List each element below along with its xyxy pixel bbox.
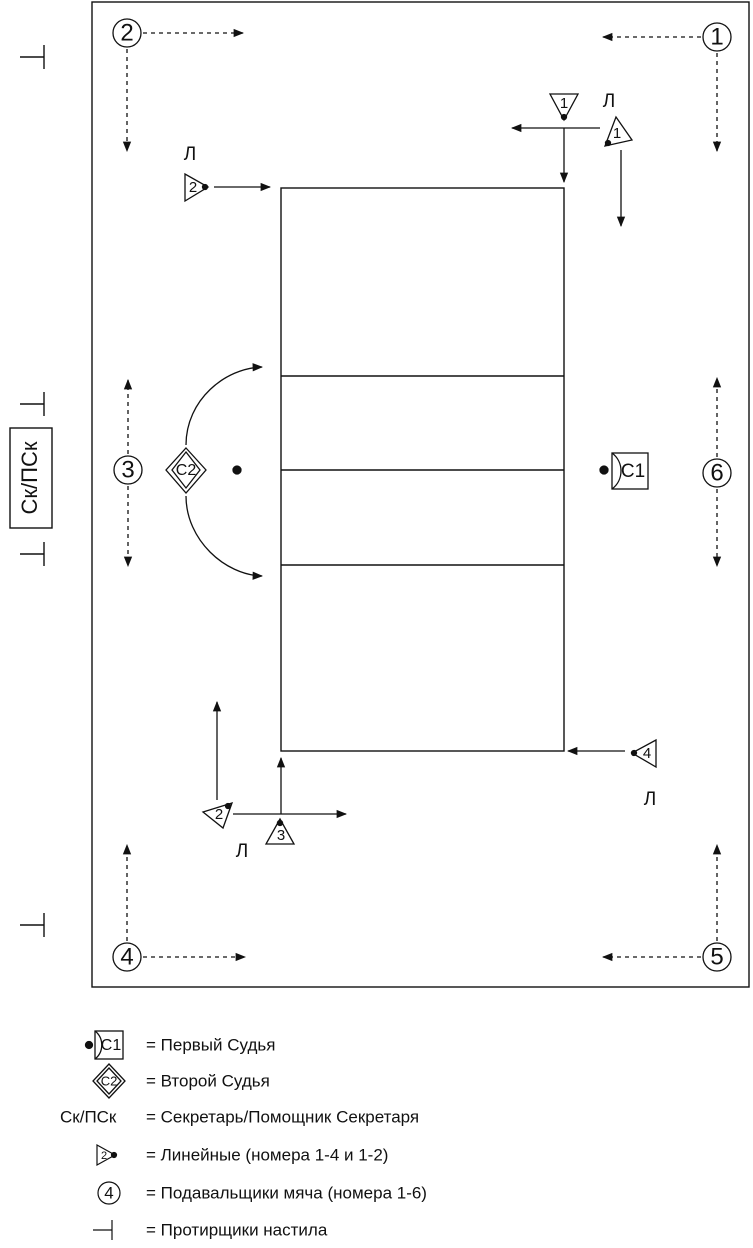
legend-line-judge-symbol-text: 2 <box>101 1150 107 1162</box>
line-judge-1a <box>510 93 600 184</box>
legend-ball-retrievers: = Подавальщики мяча (номера 1-6) <box>146 1183 427 1202</box>
legend-ball-retriever-symbol-text: 4 <box>104 1183 113 1202</box>
line-judge-number: 1 <box>613 125 621 142</box>
legend-first-referee: = Первый Судья <box>146 1035 275 1054</box>
mopper-marker <box>20 542 45 566</box>
line-judge-3 <box>264 756 296 845</box>
second-referee <box>165 363 264 580</box>
legend-first-referee-symbol <box>84 1030 124 1060</box>
legend-ball-retriever-symbol <box>97 1181 121 1205</box>
first-referee <box>599 452 649 490</box>
ball-retriever-5 <box>601 843 732 972</box>
legend-second-referee: = Второй Судья <box>146 1071 270 1090</box>
line-judge-2a <box>184 172 272 203</box>
legend-scorer-symbol: Ск/ПСк <box>60 1107 117 1126</box>
legend-mopper-symbol <box>93 1220 113 1240</box>
ball-retriever-4 <box>112 843 247 972</box>
ball-retriever-2 <box>112 18 245 153</box>
ball-retriever-number: 2 <box>120 19 133 46</box>
ball-retriever-numbers: 2 1 3 6 4 5 <box>120 19 723 970</box>
line-judge-number: 4 <box>643 745 651 762</box>
side-label: Л <box>236 841 248 862</box>
free-zone-border <box>91 1 750 988</box>
legend: С1 = Первый Судья С2 = Второй Судья Ск/П… <box>60 1030 427 1240</box>
legend-first-referee-symbol-text: С1 <box>101 1037 122 1054</box>
ball-retrievers <box>112 18 732 972</box>
ball-retriever-number: 4 <box>120 943 133 970</box>
line-judge-number: 2 <box>215 806 223 823</box>
line-judge-numbers: 1 1 2 2 3 4 <box>189 95 651 844</box>
side-label: Л <box>603 91 615 112</box>
legend-line-judge-symbol <box>96 1143 118 1167</box>
legend-moppers: = Протирщики настила <box>146 1220 328 1239</box>
line-judge-4 <box>566 738 657 769</box>
ball-retriever-number: 1 <box>710 23 723 50</box>
court <box>280 187 565 752</box>
first-referee-label: С1 <box>621 461 645 482</box>
legend-second-referee-symbol <box>92 1063 126 1099</box>
line-judge-2b <box>201 700 348 830</box>
ball-retriever-number: 6 <box>710 459 723 486</box>
scorer-box: Ск/ПСк <box>9 427 53 529</box>
side-label: Л <box>184 144 196 165</box>
legend-scorer: = Секретарь/Помощник Секретаря <box>146 1107 419 1126</box>
line-judge-number: 2 <box>189 179 197 196</box>
line-judge-number: 1 <box>560 95 568 112</box>
moppers <box>20 45 45 937</box>
ball-retriever-6 <box>702 376 732 568</box>
second-referee-label: С2 <box>176 462 197 479</box>
mopper-marker <box>20 45 45 69</box>
legend-line-judges: = Линейные (номера 1-4 и 1-2) <box>146 1145 388 1164</box>
ball-retriever-3 <box>113 378 143 568</box>
scorer-label: Ск/ПСк <box>17 441 42 514</box>
line-judge-1b <box>603 115 634 228</box>
ball-retriever-number: 5 <box>710 943 723 970</box>
legend-second-referee-symbol-text: С2 <box>101 1073 118 1088</box>
ball-retriever-1 <box>601 22 732 153</box>
line-judges <box>184 93 657 845</box>
mopper-marker <box>20 392 45 416</box>
ball-retriever-number: 3 <box>121 456 134 483</box>
line-judge-side-labels: Л Л Л Л <box>184 91 656 862</box>
line-judge-number: 3 <box>277 827 285 844</box>
mopper-marker <box>20 913 45 937</box>
side-label: Л <box>644 789 656 810</box>
